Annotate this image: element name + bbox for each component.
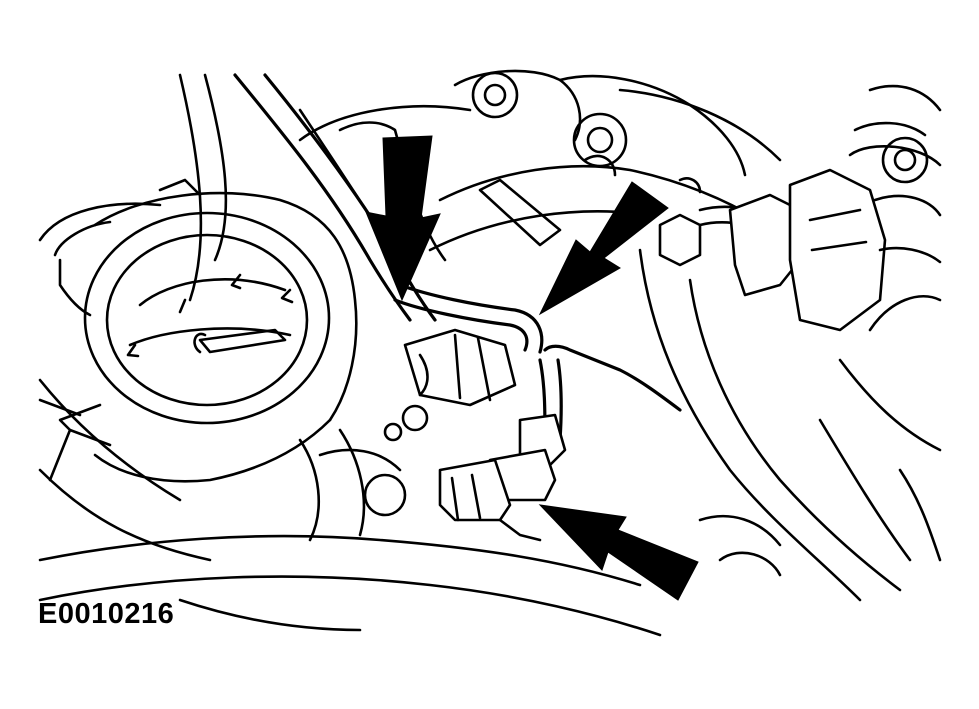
callout-arrows — [365, 135, 699, 601]
figure-code-label: E0010216 — [38, 598, 175, 630]
lower-arrow — [538, 504, 699, 601]
sensor-connector-right — [658, 168, 942, 332]
bolts — [363, 71, 929, 517]
engine-background — [38, 69, 942, 637]
vacuum-line-upper — [393, 283, 544, 407]
right-arrow — [538, 181, 669, 316]
throttle-body — [38, 178, 402, 542]
vacuum-line-lower — [438, 344, 682, 542]
upper-arrow — [365, 135, 441, 302]
